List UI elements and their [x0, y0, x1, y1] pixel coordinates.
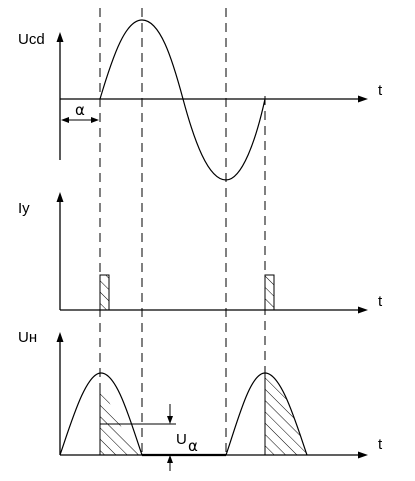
iy-t-label: t: [378, 293, 383, 310]
un-x-axis-arrow: [358, 451, 368, 459]
alpha-interval-arrow-right: [91, 117, 99, 123]
gate-pulse-2: [264, 274, 275, 311]
ucd-y-axis-arrow: [56, 32, 64, 42]
ucd-sine-curve: [99, 19, 266, 181]
rectified-halfwave-1: [59, 372, 143, 456]
conduction-area-1: [100, 384, 142, 455]
u-alpha-arrow-up: [167, 455, 173, 463]
u-alpha-arrow-down: [167, 416, 173, 424]
panel-un: Uн t U α: [18, 329, 383, 471]
ucd-t-label: t: [378, 82, 383, 99]
gate-pulse-1: [99, 274, 110, 311]
panel-iy: Iy t: [18, 192, 383, 314]
ucd-label: Ucd: [18, 31, 45, 48]
conduction-area-2: [265, 373, 307, 455]
iy-label: Iy: [18, 200, 30, 217]
un-label: Uн: [18, 329, 37, 346]
u-alpha-label: U: [176, 431, 187, 448]
rectified-halfwave-2: [225, 372, 308, 456]
panel-ucd: Ucd t α: [18, 19, 383, 181]
u-alpha-subscript: α: [188, 437, 198, 455]
alpha-label: α: [75, 101, 85, 119]
alpha-interval-arrow-left: [61, 117, 69, 123]
ucd-x-axis-arrow: [358, 95, 368, 103]
iy-y-axis-arrow: [56, 192, 64, 202]
iy-x-axis-arrow: [358, 306, 368, 314]
un-t-label: t: [378, 436, 383, 453]
un-y-axis-arrow: [56, 332, 64, 342]
guide-lines: [99, 8, 266, 455]
